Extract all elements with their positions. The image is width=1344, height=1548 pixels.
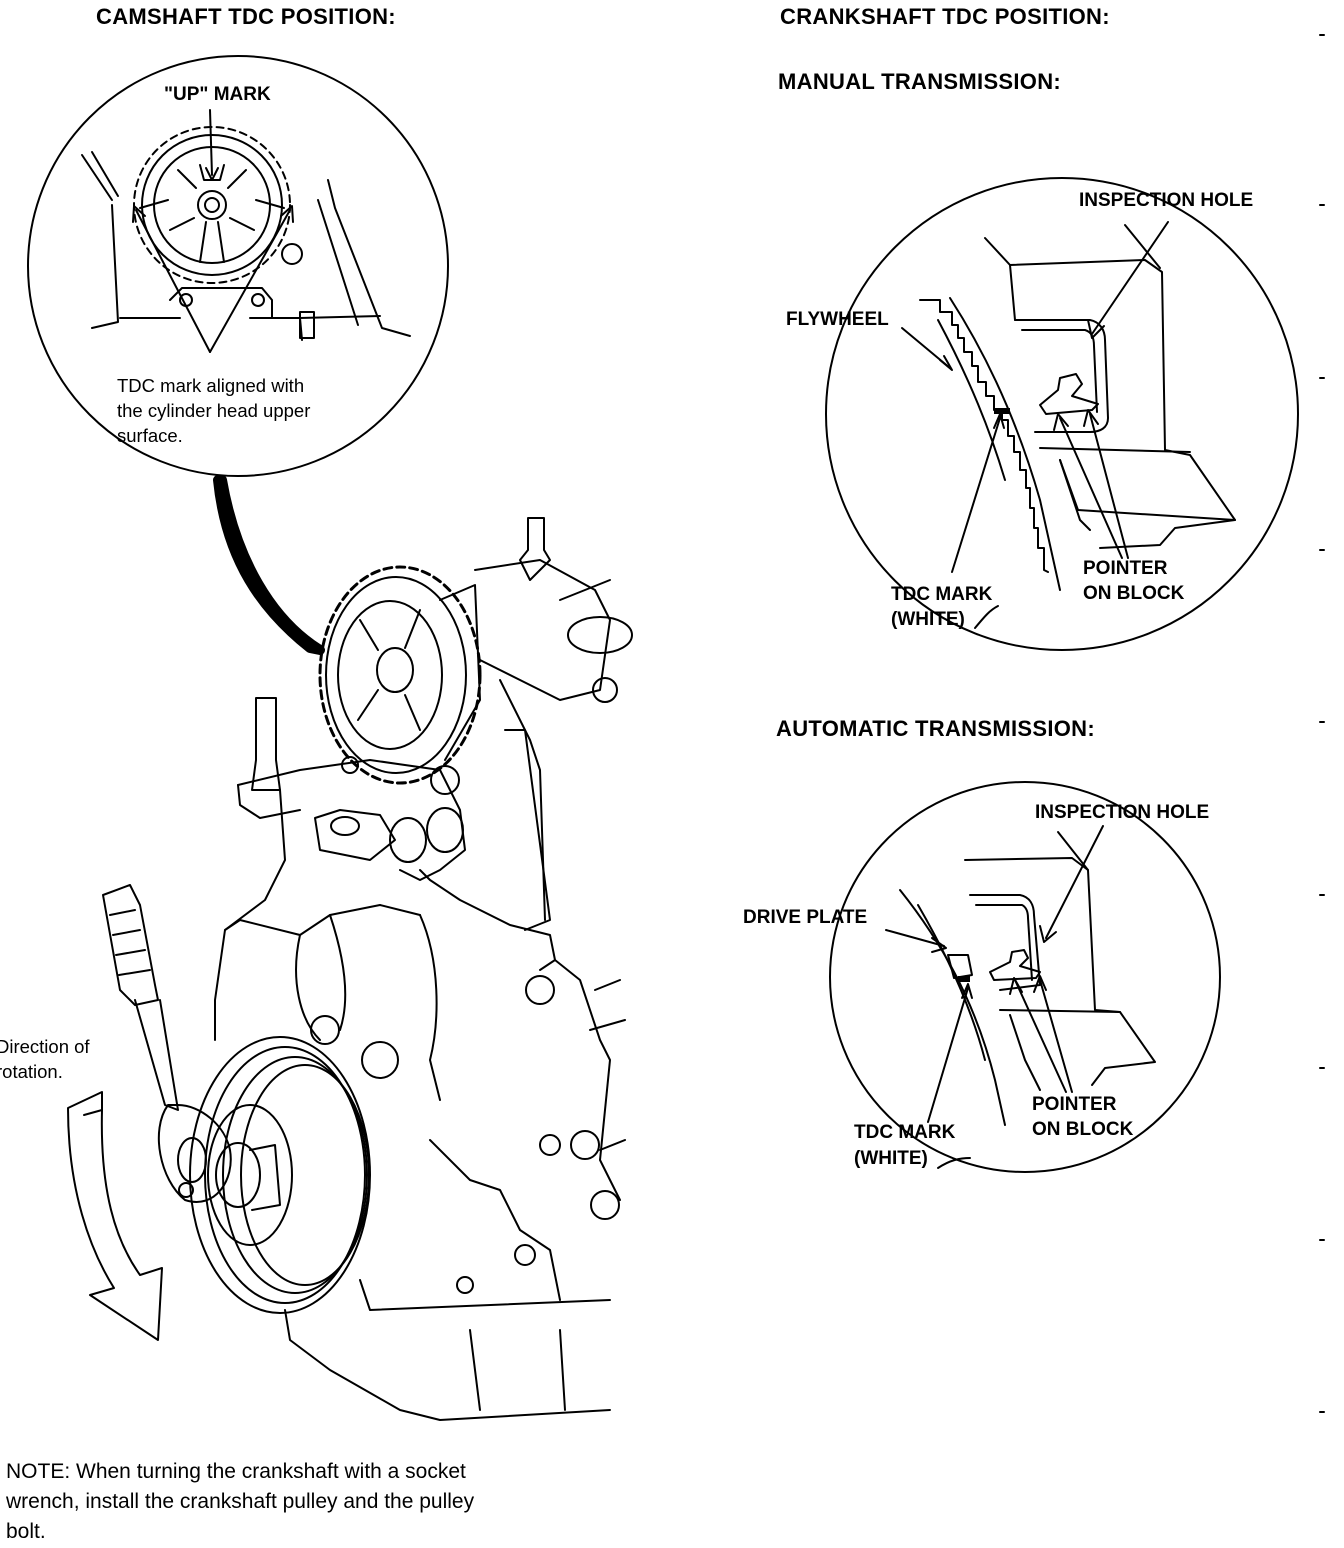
rotation-label-line-1: Direction of (0, 1036, 90, 1057)
manual-detail-circle (825, 177, 1299, 651)
manual-transmission-title: MANUAL TRANSMISSION: (778, 69, 1062, 94)
manual-tdc-mark-color: (WHITE) (891, 609, 965, 630)
automatic-pointer-label: POINTER (1032, 1094, 1117, 1115)
manual-inspection-hole-label: INSPECTION HOLE (1079, 190, 1254, 211)
automatic-tdc-mark-color: (WHITE) (854, 1148, 928, 1169)
note-line-1: NOTE: When turning the crankshaft with a… (6, 1460, 466, 1483)
cam-sprocket (133, 126, 291, 284)
tdc-note-line-1: TDC mark aligned with (117, 375, 305, 396)
up-mark-label: "UP" MARK (164, 84, 271, 105)
rotation-arrow (67, 1091, 163, 1341)
rotation-label-line-2: rotation. (0, 1061, 63, 1082)
note-line-3: bolt. (6, 1520, 46, 1543)
drive-plate-label: DRIVE PLATE (743, 907, 868, 928)
manual-pointer-on-block: ON BLOCK (1083, 583, 1185, 604)
automatic-transmission-title: AUTOMATIC TRANSMISSION: (776, 716, 1095, 741)
automatic-inspection-hole-label: INSPECTION HOLE (1035, 802, 1210, 823)
camshaft-callout-tail (213, 475, 325, 655)
camshaft-detail-circle (27, 55, 449, 477)
manual-pointer-label: POINTER (1083, 558, 1168, 579)
crankshaft-title: CRANKSHAFT TDC POSITION: (780, 4, 1110, 29)
automatic-detail-circle (829, 781, 1221, 1173)
engine-illustration (67, 517, 633, 1421)
edge-ticks (1319, 34, 1325, 1413)
camshaft-title: CAMSHAFT TDC POSITION: (96, 4, 396, 29)
cam-pointer-lines (132, 109, 294, 353)
flywheel-label: FLYWHEEL (786, 309, 889, 330)
automatic-pointer-on-block: ON BLOCK (1032, 1119, 1134, 1140)
tdc-note-line-2: the cylinder head upper (117, 400, 311, 421)
note-line-2: wrench, install the crankshaft pulley an… (6, 1490, 475, 1513)
automatic-tdc-mark-label: TDC MARK (854, 1122, 956, 1143)
tdc-note-line-3: surface. (117, 425, 183, 446)
manual-tdc-mark-label: TDC MARK (891, 584, 993, 605)
